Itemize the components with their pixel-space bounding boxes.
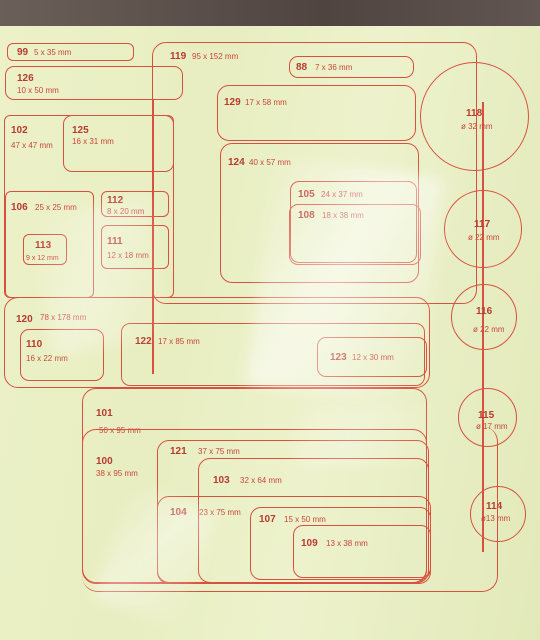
label-106-number: 106 <box>11 202 28 213</box>
label-119-number: 119 <box>170 51 187 62</box>
label-117-size: ø 22 mm <box>468 233 500 242</box>
label-88-number: 88 <box>296 62 308 73</box>
label-118-size: ø 32 mm <box>461 122 493 131</box>
label-104-size: 23 x 75 mm <box>199 508 241 517</box>
label-116-number: 116 <box>476 306 493 317</box>
label-99-number: 99 <box>17 47 29 58</box>
label-119-size: 95 x 152 mm <box>192 52 239 61</box>
sheet-frame <box>82 426 498 592</box>
label-115 <box>458 388 517 447</box>
label-110-size: 16 x 22 mm <box>26 354 68 363</box>
label-99-size: 5 x 35 mm <box>34 48 72 57</box>
label-114-size: ø13 mm <box>481 514 511 523</box>
label-120-number: 120 <box>16 314 33 325</box>
label-113 <box>23 234 67 265</box>
label-88 <box>289 56 414 78</box>
label-109 <box>293 525 431 578</box>
label-123-number: 123 <box>330 352 347 363</box>
label-121-size: 37 x 75 mm <box>198 447 240 456</box>
label-size-sheet: 99 5 x 35 mm 126 10 x 50 mm 102 47 x 47 … <box>0 26 540 640</box>
label-103 <box>198 458 429 583</box>
label-109-number: 109 <box>301 538 318 549</box>
label-118 <box>420 62 529 171</box>
label-126-number: 126 <box>17 73 34 84</box>
label-129-number: 129 <box>224 97 241 108</box>
label-124-number: 124 <box>228 157 245 168</box>
label-115-number: 115 <box>478 410 495 421</box>
label-129-size: 17 x 58 mm <box>245 98 287 107</box>
label-105-number: 105 <box>298 189 315 200</box>
label-108-size: 18 x 38 mm <box>322 211 364 220</box>
label-100-number: 100 <box>96 456 113 467</box>
label-100-size: 38 x 95 mm <box>96 469 138 478</box>
label-114 <box>470 486 526 542</box>
label-125 <box>63 115 174 172</box>
label-102-number: 102 <box>11 125 28 136</box>
label-113-size: 9 x 12 mm <box>26 255 59 262</box>
label-110-number: 110 <box>26 339 43 350</box>
label-124-size: 40 x 57 mm <box>249 158 291 167</box>
label-113-number: 113 <box>35 240 52 251</box>
label-114-number: 114 <box>486 501 503 512</box>
label-103-size: 32 x 64 mm <box>240 476 282 485</box>
label-108-number: 108 <box>298 210 315 221</box>
label-109-size: 13 x 38 mm <box>326 539 368 548</box>
label-129 <box>217 85 416 141</box>
label-104-number: 104 <box>170 507 187 518</box>
label-122-size: 17 x 85 mm <box>158 337 200 346</box>
label-118-number: 118 <box>466 108 483 119</box>
label-123-size: 12 x 30 mm <box>352 353 394 362</box>
label-120-size: 78 x 178 mm <box>40 313 87 322</box>
label-116 <box>451 284 517 350</box>
label-116-size: ø 22 mm <box>473 325 505 334</box>
label-106-size: 25 x 25 mm <box>35 203 77 212</box>
label-101-number: 101 <box>96 408 113 419</box>
label-121-number: 121 <box>170 446 187 457</box>
label-117-number: 117 <box>474 219 491 230</box>
label-112-size: 8 x 20 mm <box>107 207 145 216</box>
label-112 <box>101 191 169 217</box>
label-126 <box>5 66 183 100</box>
background-edge <box>0 0 540 26</box>
label-126-size: 10 x 50 mm <box>17 86 59 95</box>
label-88-size: 7 x 36 mm <box>315 63 353 72</box>
label-111-number: 111 <box>107 236 123 247</box>
label-103-number: 103 <box>213 475 230 486</box>
label-107-number: 107 <box>259 514 276 525</box>
label-112-number: 112 <box>107 195 124 206</box>
label-125-number: 125 <box>72 125 89 136</box>
label-102-size: 47 x 47 mm <box>11 141 53 150</box>
label-110 <box>20 329 104 381</box>
label-111 <box>101 225 169 269</box>
label-107-size: 15 x 50 mm <box>284 515 326 524</box>
label-115-size: ø 17 mm <box>476 422 508 431</box>
label-105-size: 24 x 37 mm <box>321 190 363 199</box>
label-111-size: 12 x 18 mm <box>107 251 149 260</box>
label-101-size: 50 x 95 mm <box>99 426 141 435</box>
label-99 <box>7 43 134 61</box>
label-122-number: 122 <box>135 336 152 347</box>
label-125-size: 16 x 31 mm <box>72 137 114 146</box>
